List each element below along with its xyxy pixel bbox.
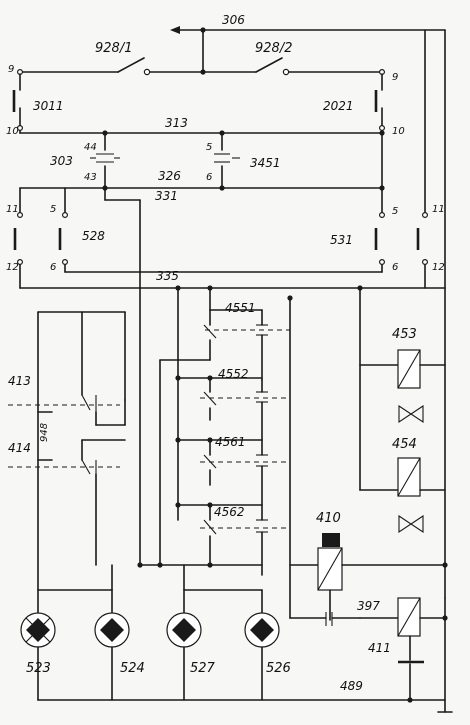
terminal-6-mid: 6 [206,172,212,183]
label-3011: 3011 [33,99,64,113]
contact-group-455 [159,309,290,576]
label-948: 948 [39,423,50,442]
label-306: 306 [222,13,245,27]
contact-3451 [214,132,240,189]
terminal-6-left: 6 [50,262,56,273]
lamp-523 [20,589,56,701]
label-397: 397 [357,599,380,613]
label-414: 414 [8,441,31,455]
label-410: 410 [316,511,341,526]
label-411: 411 [368,641,391,655]
lamp-527 [166,589,202,701]
switch-2021 [374,73,386,131]
label-928-2: 928/2 [255,41,292,56]
wire-313 [19,130,385,136]
label-526: 526 [266,661,291,676]
label-528: 528 [82,229,105,243]
terminal-9-left: 9 [8,64,14,75]
relay-contacts-413-414 [8,311,126,591]
wire-331 [104,189,141,566]
label-527: 527 [190,661,216,676]
terminal-5-mid: 5 [206,142,212,153]
terminal-11-right: 11 [432,204,445,215]
terminal-11-left: 11 [6,204,19,215]
label-531: 531 [330,233,353,247]
terminal-43: 43 [84,172,97,183]
wire-306 [170,26,446,599]
terminal-6-right: 6 [392,262,398,273]
label-489: 489 [340,679,363,693]
lamp-526 [244,589,280,701]
label-4561: 4561 [215,435,246,449]
valve-453 [359,287,446,491]
terminal-12-left: 12 [6,262,19,273]
wire-326 [19,132,385,213]
label-2021: 2021 [323,99,354,113]
relay-397 [359,597,446,701]
label-4551: 4551 [225,301,256,315]
terminal-9-right: 9 [392,72,398,83]
valve-454 [359,457,446,534]
terminal-10-left: 10 [6,126,19,137]
label-524: 524 [120,661,145,676]
switch-531 [374,29,429,289]
label-303: 303 [50,154,73,168]
label-928-1: 928/1 [95,41,132,56]
label-453: 453 [392,327,417,342]
label-4562: 4562 [214,505,245,519]
terminal-12-right: 12 [432,262,445,273]
relay-410 [289,297,446,626]
switch-928-row [17,57,386,76]
switch-3011 [12,73,24,131]
label-335: 335 [156,269,179,283]
terminal-5-right: 5 [392,206,398,217]
lamp-bus [37,562,263,591]
lamp-524 [94,589,130,701]
label-326: 326 [158,169,181,183]
label-4552: 4552 [218,367,249,381]
contact-303 [90,132,120,189]
wire-335 [19,271,446,521]
label-331: 331 [155,189,178,203]
terminal-5-left: 5 [50,204,56,215]
switch-528 [13,212,68,289]
wire-489 [37,562,453,713]
label-523: 523 [26,661,51,676]
terminal-10-right: 10 [392,126,405,137]
label-313: 313 [165,116,188,130]
terminal-44: 44 [84,142,97,153]
label-413: 413 [8,374,31,388]
label-454: 454 [392,437,417,452]
label-3451: 3451 [250,156,281,170]
